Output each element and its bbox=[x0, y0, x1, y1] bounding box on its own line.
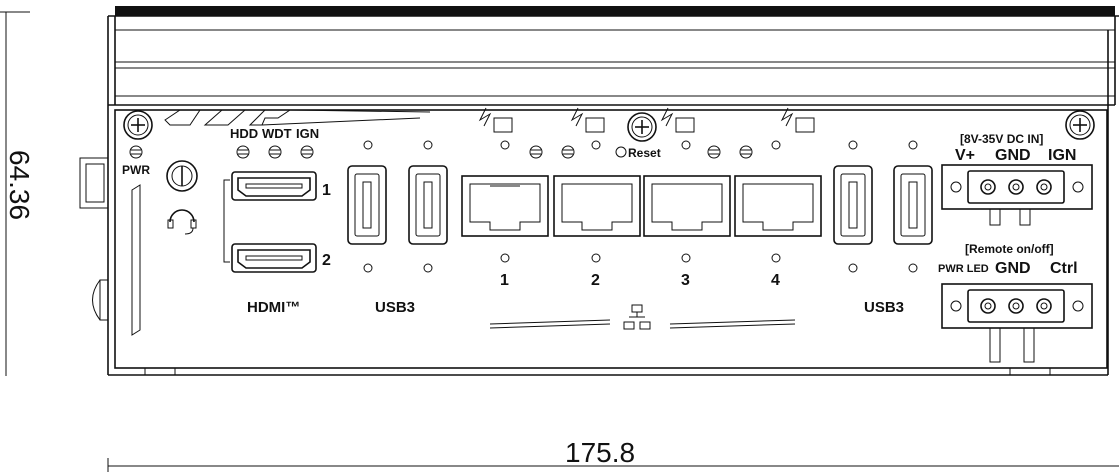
lan-3-label: 3 bbox=[681, 272, 690, 289]
usb3-port-left-1[interactable] bbox=[347, 165, 387, 245]
lan-leds bbox=[500, 140, 781, 263]
brand-logo bbox=[164, 109, 431, 126]
height-dimension: 64.36 bbox=[0, 11, 35, 376]
gnd-top-label: GND bbox=[995, 147, 1031, 164]
hdmi-bracket bbox=[223, 179, 230, 263]
v-plus-label: V+ bbox=[955, 147, 975, 164]
lan-port-1[interactable] bbox=[461, 175, 549, 237]
usb3-right-markers bbox=[848, 140, 918, 273]
pwr-led-label: PWR LED bbox=[938, 263, 989, 275]
wdt-led bbox=[268, 145, 282, 159]
width-dimension-label: 175.8 bbox=[565, 437, 635, 468]
usb3-right-label: USB3 bbox=[864, 299, 904, 316]
remote-terminal[interactable] bbox=[941, 283, 1093, 363]
ign-top-label: IGN bbox=[1048, 147, 1076, 164]
pwr-led bbox=[129, 145, 143, 159]
lan-port-2[interactable] bbox=[553, 175, 641, 237]
hdmi-label: HDMI™ bbox=[247, 299, 300, 316]
hdmi-1-label: 1 bbox=[322, 182, 331, 199]
dc-in-terminal[interactable] bbox=[941, 164, 1093, 226]
chassis-front bbox=[79, 109, 1108, 376]
lan-2-label: 2 bbox=[591, 272, 600, 289]
lan-4-label: 4 bbox=[771, 272, 780, 289]
usb3-left-markers bbox=[363, 140, 433, 273]
hdmi-port-2[interactable] bbox=[231, 243, 317, 273]
reset-button[interactable] bbox=[615, 146, 627, 158]
hdd-led bbox=[236, 145, 250, 159]
usb3-left-label: USB3 bbox=[375, 299, 415, 316]
poe-icon-3 bbox=[660, 107, 695, 133]
wdt-label: WDT bbox=[262, 126, 292, 141]
ign-label: IGN bbox=[296, 126, 319, 141]
screw-right bbox=[1065, 110, 1095, 140]
usb3-port-right-1[interactable] bbox=[833, 165, 873, 245]
usb3-port-left-2[interactable] bbox=[408, 165, 448, 245]
poe-icon-2 bbox=[570, 107, 605, 133]
hdd-label: HDD bbox=[230, 126, 258, 141]
poe-icon-1 bbox=[478, 107, 513, 133]
pwr-label: PWR bbox=[122, 163, 150, 177]
power-button[interactable] bbox=[166, 160, 198, 192]
ctrl-label: Ctrl bbox=[1050, 260, 1078, 277]
width-dimension: 175.8 bbox=[107, 437, 1119, 472]
dc-in-label: [8V-35V DC IN] bbox=[960, 132, 1043, 146]
reset-label: Reset bbox=[628, 146, 661, 160]
poe-icon-4 bbox=[780, 107, 815, 133]
usb3-port-right-2[interactable] bbox=[893, 165, 933, 245]
lan-port-4[interactable] bbox=[734, 175, 822, 237]
lan-port-3[interactable] bbox=[643, 175, 731, 237]
gnd-bottom-label: GND bbox=[995, 260, 1031, 277]
lan-1-label: 1 bbox=[500, 272, 509, 289]
hdmi-port-1[interactable] bbox=[231, 171, 317, 201]
screw-center bbox=[627, 112, 657, 142]
network-icon bbox=[489, 304, 796, 330]
height-dimension-label: 64.36 bbox=[4, 150, 35, 220]
screw-left bbox=[123, 110, 153, 140]
audio-jack-icon bbox=[167, 209, 197, 235]
ign-led bbox=[300, 145, 314, 159]
remote-label: [Remote on/off] bbox=[965, 242, 1054, 256]
hdmi-2-label: 2 bbox=[322, 252, 331, 269]
